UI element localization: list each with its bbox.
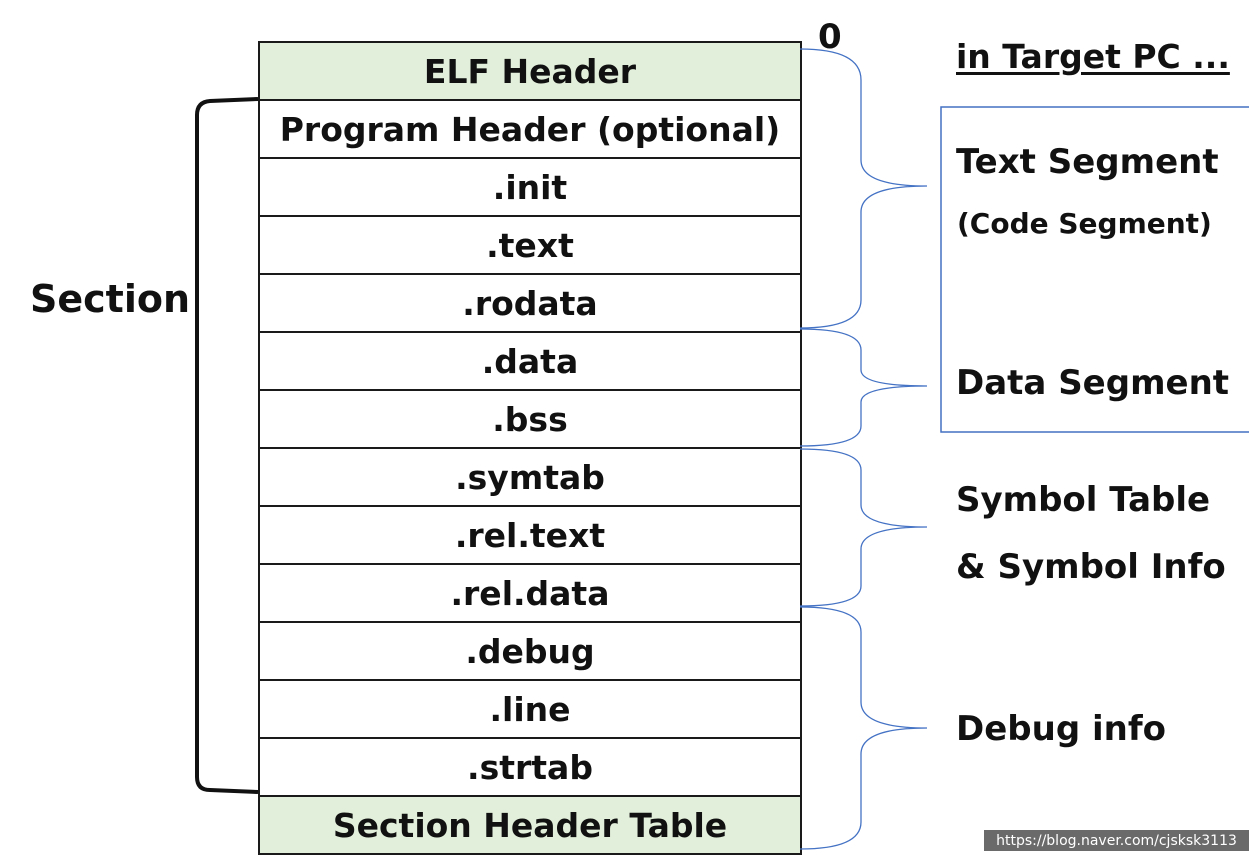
symbol-table-label: Symbol Table [956,480,1211,520]
section-row-debug: .debug [260,623,800,681]
debug-info-label: Debug info [956,709,1167,749]
section-row-text: .text [260,217,800,275]
code-segment-label: (Code Segment) [957,207,1212,240]
brace-text-segment [799,48,928,329]
offset-zero-label: 0 [818,17,842,57]
section-row-rel-data: .rel.data [260,565,800,623]
target-pc-note: in Target PC ... [956,37,1230,76]
watermark: https://blog.naver.com/cjsksk3113 [984,830,1249,851]
symbol-info-label: & Symbol Info [956,547,1226,587]
brace-data-segment [799,328,928,447]
section-row-rel-text: .rel.text [260,507,800,565]
section-row-bss: .bss [260,391,800,449]
brace-symbol-table [799,448,928,607]
text-segment-label: Text Segment [956,142,1219,182]
program-header-row: Program Header (optional) [260,101,800,159]
section-row-data: .data [260,333,800,391]
section-bracket [195,97,259,794]
section-row-line: .line [260,681,800,739]
segment-box [940,106,1249,433]
data-segment-label: Data Segment [956,363,1230,403]
section-row-strtab: .strtab [260,739,800,797]
section-label: Section [30,277,191,321]
section-row-rodata: .rodata [260,275,800,333]
brace-debug-info [799,606,928,850]
section-row-symtab: .symtab [260,449,800,507]
elf-header-row: ELF Header [260,43,800,101]
section-row-init: .init [260,159,800,217]
